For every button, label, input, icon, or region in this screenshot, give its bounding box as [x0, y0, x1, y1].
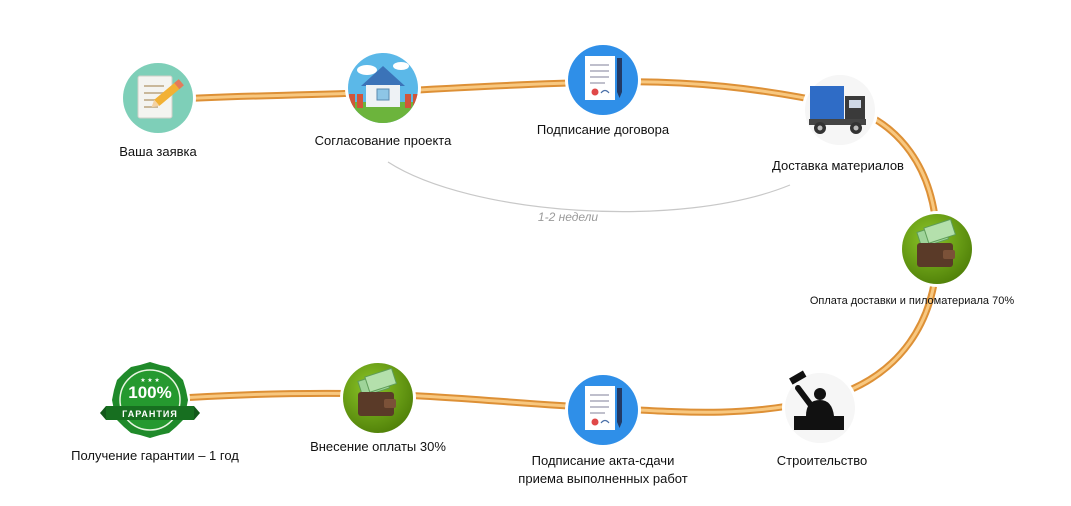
- guarantee-seal-icon: 100% ГАРАНТИЯ ★ ★ ★: [100, 362, 200, 438]
- step-label-request: Ваша заявка: [119, 144, 197, 159]
- step-contract-node: [565, 42, 641, 118]
- step-label-payment70: Оплата доставки и пиломатериала 70%: [809, 295, 1015, 307]
- step-label-guarantee: Получение гарантии – 1 год: [71, 448, 239, 463]
- wallet-money-icon: [916, 218, 957, 267]
- step-payment70-node: [899, 211, 975, 287]
- builder-hammer-icon: [789, 370, 844, 430]
- seal-text: ГАРАНТИЯ: [122, 409, 178, 419]
- delivery-truck-icon: [809, 86, 866, 134]
- step-label-act-line1: Подписание акта-сдачи: [531, 453, 675, 468]
- svg-text:★ ★ ★: ★ ★ ★: [140, 377, 159, 384]
- step-label-construction: Строительство: [776, 453, 868, 468]
- step-request-node: [120, 60, 196, 136]
- step-label-approval: Согласование проекта: [314, 133, 452, 148]
- step-label-contract: Подписание договора: [536, 122, 670, 137]
- pencil-document-icon: [137, 75, 184, 119]
- step-approval-node: [345, 50, 421, 126]
- duration-arc: 1-2 недели: [387, 161, 791, 224]
- seal-percent: 100%: [128, 383, 171, 402]
- step-act-node: [565, 372, 641, 448]
- act-document-icon: [585, 386, 622, 430]
- duration-label: 1-2 недели: [538, 210, 598, 224]
- step-label-act-line2: приема выполненных работ: [518, 471, 688, 486]
- step-payment30-node: [340, 360, 416, 436]
- step-label-payment30: Внесение оплаты 30%: [310, 439, 446, 454]
- step-guarantee-node: 100% ГАРАНТИЯ ★ ★ ★: [100, 360, 200, 440]
- step-construction-node: [782, 370, 858, 446]
- wallet-money-icon: [357, 367, 398, 416]
- contract-document-icon: [585, 56, 622, 100]
- step-label-delivery: Доставка материалов: [772, 158, 904, 173]
- step-delivery-node: [802, 72, 878, 148]
